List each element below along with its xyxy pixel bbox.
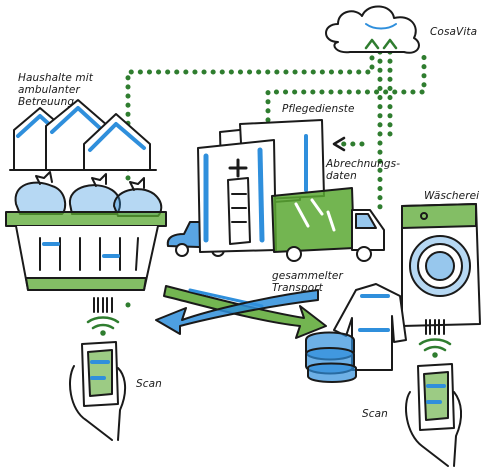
billing-arrow-icon bbox=[332, 136, 346, 152]
transport-label: gesammelter Transport bbox=[272, 270, 343, 294]
laundry-bags-icon bbox=[14, 171, 163, 217]
washing-machine-icon bbox=[401, 203, 481, 327]
scan-signal-icon-left bbox=[86, 316, 120, 336]
billing-data-label: Abrechnungs- daten bbox=[326, 158, 401, 182]
scan-label-left: Scan bbox=[136, 378, 162, 390]
smartphone-icon-right bbox=[405, 363, 462, 467]
cloud-icon bbox=[325, 5, 420, 54]
barcode-icon-left bbox=[93, 297, 113, 313]
laundry-label: Wäscherei bbox=[424, 190, 480, 202]
care-services-label: Pflegedienste bbox=[282, 103, 355, 115]
care-service-buildings-icon bbox=[197, 119, 325, 253]
households-label: Haushalte mit ambulanter Betreuung bbox=[18, 72, 93, 108]
smartphone-icon-left bbox=[69, 341, 126, 441]
upload-arrows-icon bbox=[364, 38, 398, 50]
scan-label-right: Scan bbox=[362, 408, 388, 420]
transport-truck-icon bbox=[271, 187, 385, 262]
laundry-basket-icon bbox=[5, 211, 167, 291]
clean-clothes-icon bbox=[305, 283, 407, 383]
houses-icon bbox=[9, 99, 157, 171]
scan-signal-icon-right bbox=[418, 338, 452, 358]
transport-arrows-icon bbox=[155, 285, 327, 339]
cloud-label: CosaVita bbox=[430, 26, 478, 38]
barcode-icon-right bbox=[425, 319, 445, 335]
